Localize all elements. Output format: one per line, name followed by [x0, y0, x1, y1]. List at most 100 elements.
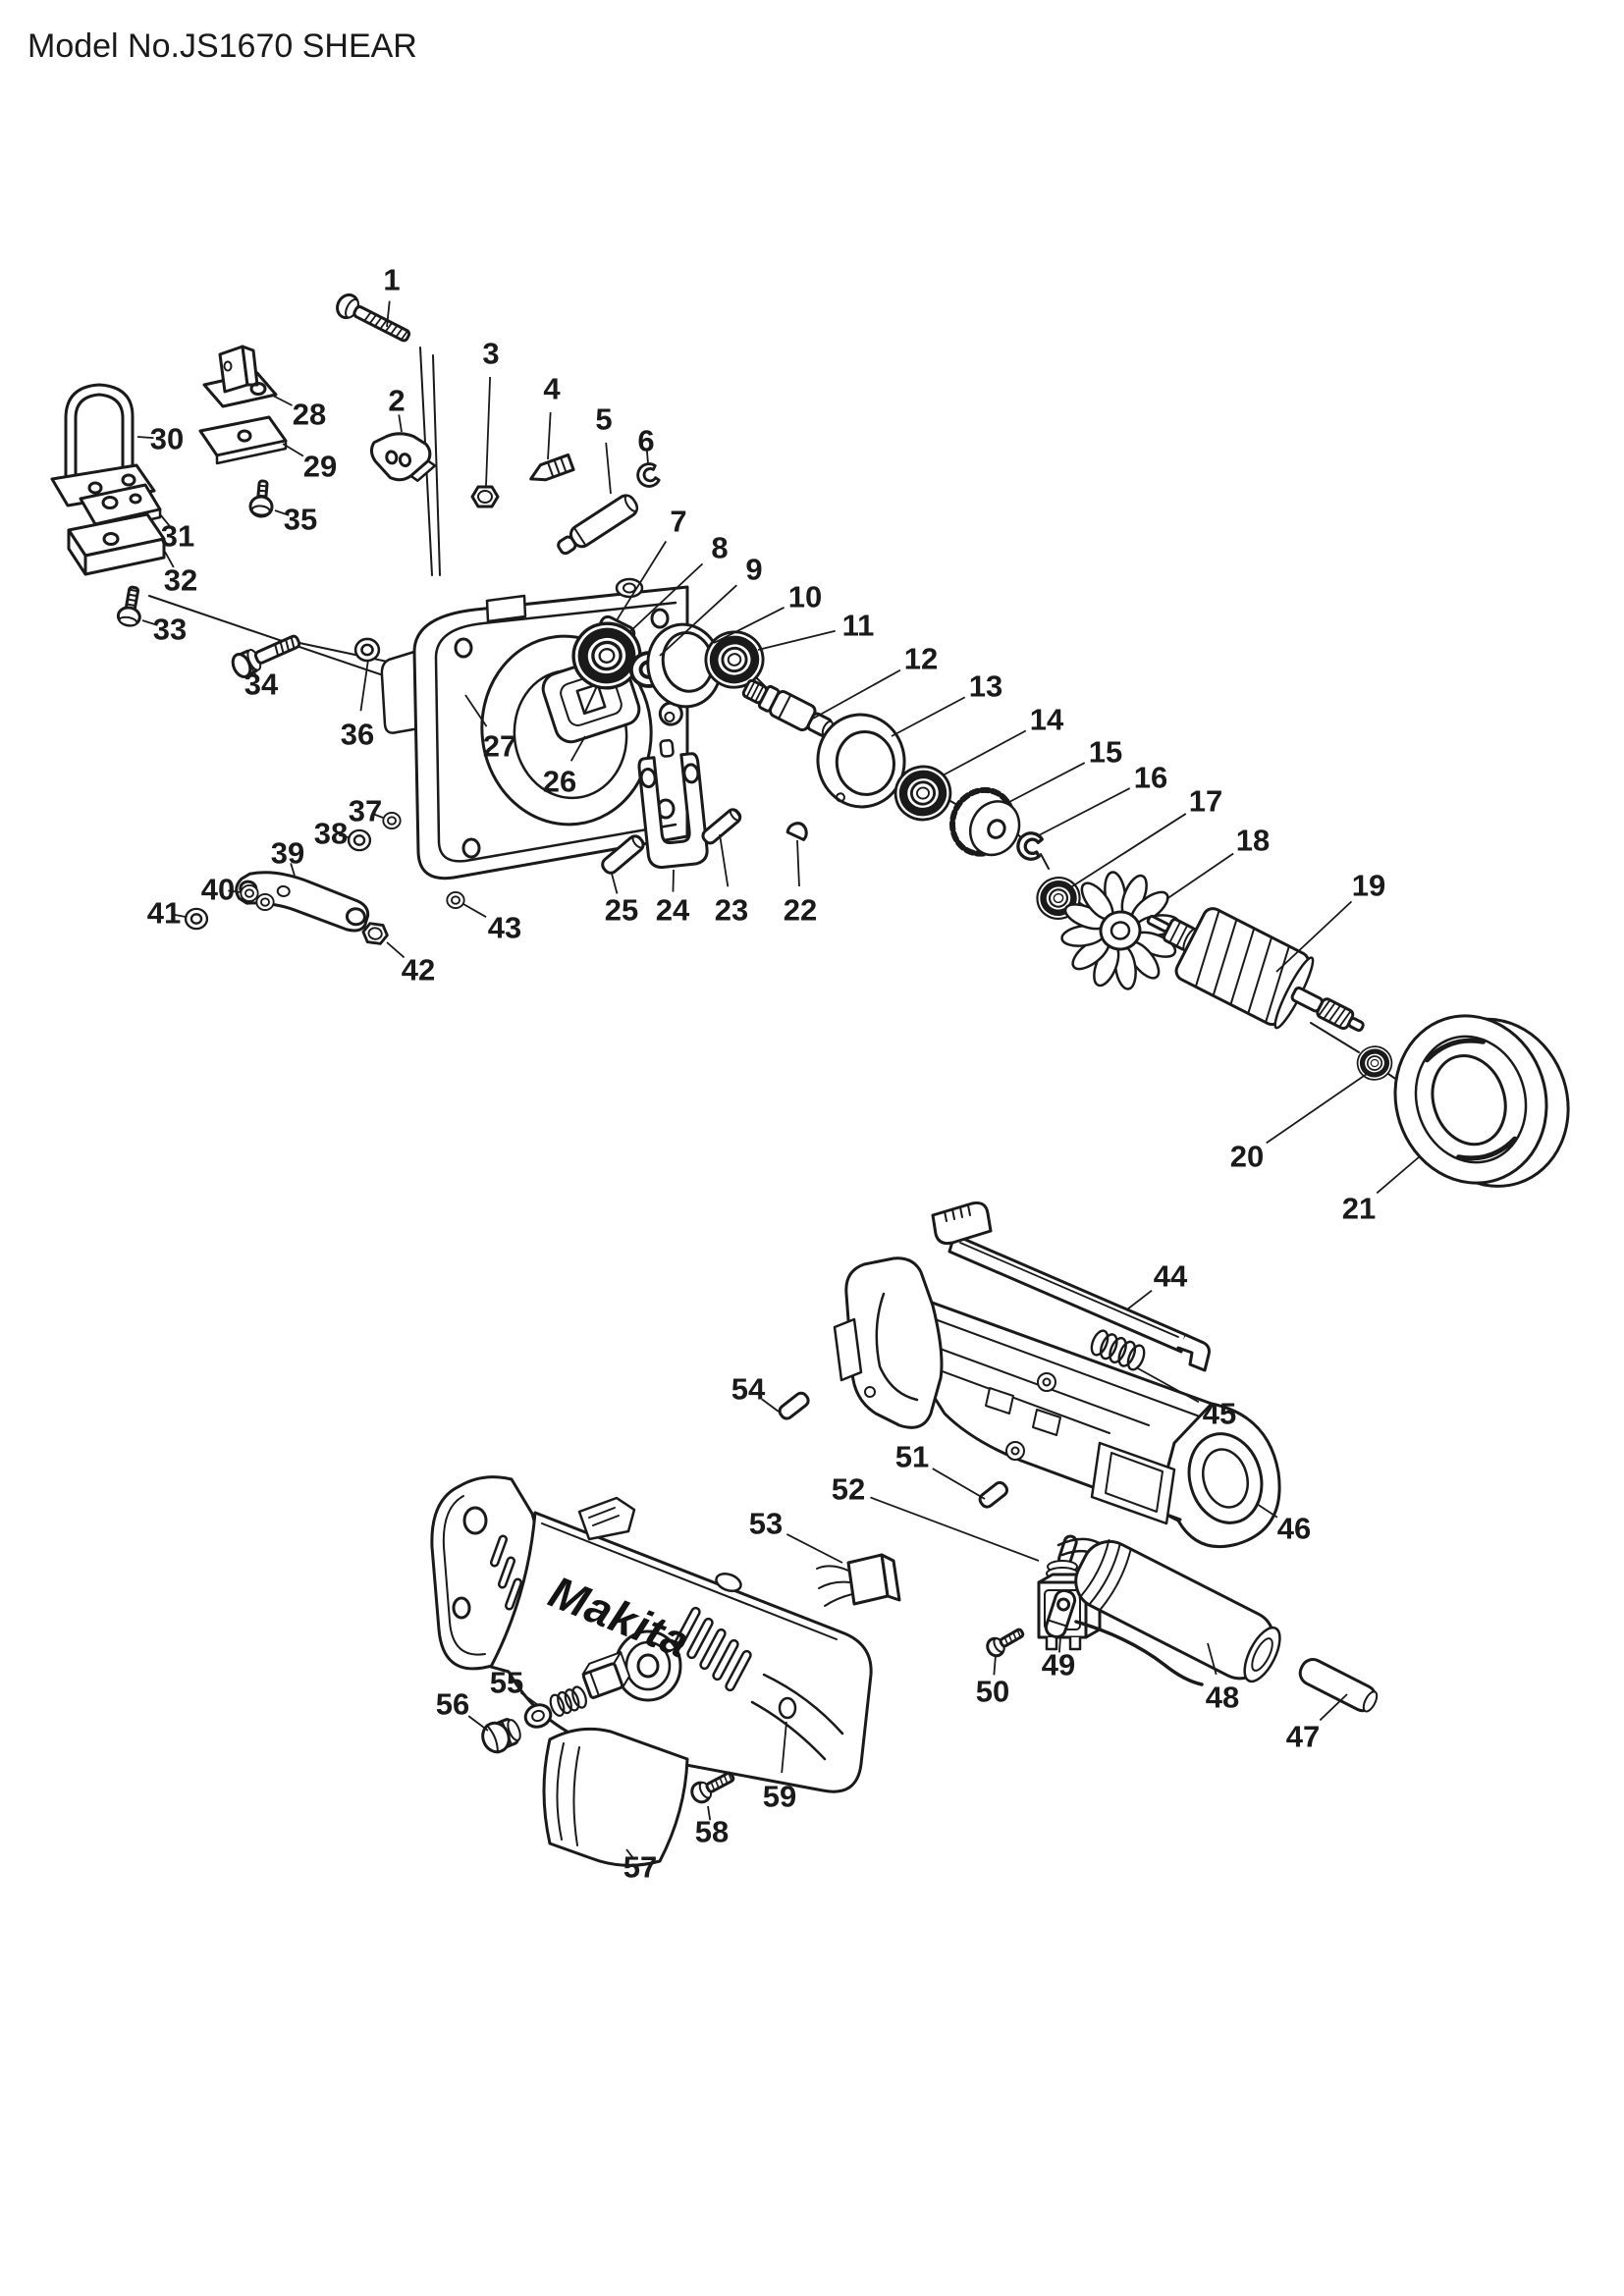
part-label-48: 48: [1206, 1681, 1239, 1715]
part-leader-29: [282, 443, 304, 457]
part-leader-6: [646, 451, 649, 464]
part-leader-37: [372, 813, 384, 819]
part-label-38: 38: [314, 817, 348, 851]
part-leader-16: [1036, 787, 1131, 837]
part-art-47: [1298, 1658, 1379, 1713]
part-art-54: [778, 1391, 810, 1420]
part-leader-35: [274, 509, 290, 516]
part-label-14: 14: [1030, 703, 1064, 737]
part-art-35: [248, 479, 274, 518]
part-leader-28: [270, 394, 293, 406]
part-leader-5: [605, 442, 612, 495]
part-label-21: 21: [1342, 1192, 1376, 1226]
part-leader-59: [781, 1721, 787, 1774]
part-label-25: 25: [605, 893, 638, 928]
part-label-26: 26: [543, 765, 576, 799]
part-art-2: [370, 432, 437, 482]
part-leader-14: [942, 729, 1027, 776]
part-label-49: 49: [1042, 1648, 1075, 1682]
part-label-13: 13: [969, 669, 1002, 704]
assembly-axis-lines: [148, 347, 1421, 1778]
part-leader-43: [462, 903, 487, 918]
part-art-28: [202, 345, 278, 408]
part-leader-3: [485, 376, 492, 487]
part-art-33: [116, 585, 141, 627]
part-leader-19: [1275, 900, 1353, 973]
part-leader-32: [164, 551, 175, 568]
part-label-2: 2: [388, 384, 405, 418]
part-leader-34: [250, 667, 258, 677]
part-leader-4: [547, 411, 552, 460]
part-label-20: 20: [1230, 1140, 1264, 1174]
part-art-motor-housing: Makita: [430, 1475, 873, 1793]
part-label-30: 30: [150, 422, 184, 456]
part-leader-57: [625, 1848, 635, 1860]
part-art-37: [382, 812, 402, 829]
part-art-50: [986, 1628, 1025, 1658]
part-art-5: [557, 494, 639, 556]
part-label-50: 50: [976, 1675, 1009, 1709]
part-leader-20: [1266, 1073, 1368, 1145]
part-leader-51: [932, 1468, 986, 1500]
part-leader-30: [136, 436, 154, 439]
part-label-5: 5: [595, 402, 612, 437]
part-art-56: [481, 1718, 521, 1754]
part-art-40b: [255, 893, 275, 911]
part-leader-7: [616, 540, 668, 621]
part-label-35: 35: [284, 503, 317, 537]
part-art-44: [931, 1201, 1211, 1372]
part-leader-39: [290, 863, 296, 877]
part-art-43: [446, 891, 465, 909]
part-leader-12: [812, 668, 901, 720]
part-leader-48: [1207, 1642, 1218, 1676]
part-art-51: [978, 1480, 1009, 1509]
part-label-8: 8: [711, 531, 728, 565]
part-leader-23: [719, 833, 730, 887]
part-art-55: [523, 1651, 631, 1729]
part-art-23: [701, 808, 742, 845]
part-labels-layer: 1234567891011121314151617181920212223242…: [136, 263, 1421, 1885]
part-label-17: 17: [1189, 784, 1222, 819]
part-art-36: [353, 637, 381, 663]
part-leader-55: [519, 1691, 539, 1706]
part-leader-22: [796, 839, 800, 887]
part-art-4: [529, 453, 575, 482]
part-leader-38: [338, 833, 350, 838]
part-art-49: [1044, 1588, 1077, 1639]
part-leader-9: [659, 584, 737, 657]
part-leader-26: [569, 735, 586, 762]
part-label-52: 52: [832, 1472, 865, 1507]
part-leader-53: [785, 1533, 843, 1564]
part-label-29: 29: [303, 450, 337, 484]
part-label-16: 16: [1134, 761, 1167, 795]
part-leader-56: [467, 1715, 489, 1732]
part-leader-8: [627, 562, 704, 634]
part-label-19: 19: [1352, 869, 1385, 903]
part-art-45: [1090, 1329, 1146, 1371]
part-art-1: [336, 293, 411, 343]
part-leader-18: [1165, 852, 1234, 900]
part-label-51: 51: [895, 1440, 929, 1474]
part-art-12: [741, 678, 834, 737]
part-label-9: 9: [745, 553, 762, 587]
part-label-39: 39: [271, 836, 304, 871]
part-leader-46: [1256, 1503, 1278, 1519]
part-label-44: 44: [1154, 1259, 1188, 1294]
part-art-57: [542, 1727, 689, 1867]
part-art-34: [231, 634, 301, 678]
page-title: Model No.JS1670 SHEAR: [27, 27, 417, 65]
part-art-46: [833, 1256, 1281, 1549]
part-label-59: 59: [763, 1780, 796, 1814]
part-label-12: 12: [904, 642, 938, 676]
part-art-19: [1146, 907, 1365, 1033]
part-art-30: [50, 383, 156, 507]
part-label-56: 56: [436, 1687, 469, 1722]
part-label-24: 24: [656, 893, 690, 928]
part-art-6: [633, 460, 662, 491]
part-leader-17: [1071, 813, 1187, 887]
part-art-10: [646, 622, 723, 726]
part-label-7: 7: [670, 505, 686, 539]
part-leader-54: [761, 1398, 780, 1413]
part-art-3: [470, 485, 500, 508]
